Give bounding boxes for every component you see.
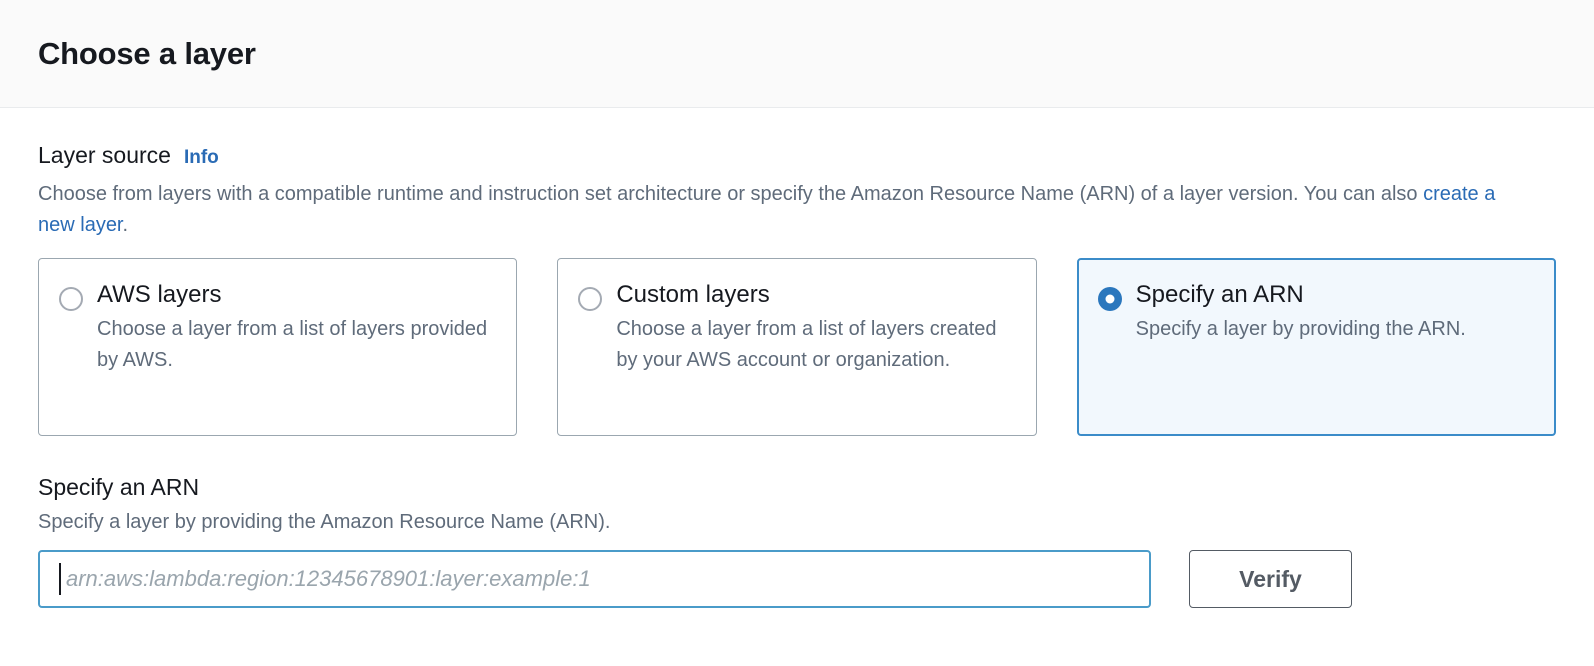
option-specify-arn-text: Specify an ARN Specify a layer by provid… [1136,281,1533,413]
arn-section-title: Specify an ARN [38,473,200,500]
modal-body: Layer source Info Choose from layers wit… [0,108,1594,609]
option-title: Custom layers [616,280,770,308]
option-custom-layers[interactable]: Custom layers Choose a layer from a list… [557,257,1037,436]
layer-source-description-text: Choose from layers with a compatible run… [38,182,1424,205]
layer-source-description: Choose from layers with a compatible run… [38,179,1498,241]
option-specify-arn[interactable]: Specify an ARN Specify a layer by provid… [1076,257,1556,436]
option-custom-layers-text: Custom layers Choose a layer from a list… [616,281,1013,413]
option-description: Choose a layer from a list of layers cre… [616,318,997,372]
arn-section-description: Specify a layer by providing the Amazon … [38,511,611,534]
option-description: Specify a layer by providing the ARN. [1135,318,1466,341]
option-title: Specify an ARN [1135,280,1304,308]
modal-header: Choose a layer [0,0,1594,108]
layer-source-options: AWS layers Choose a layer from a list of… [38,257,1556,436]
arn-input-row: Verify [38,550,1556,609]
radio-unselected-icon[interactable] [59,286,83,311]
option-description: Choose a layer from a list of layers pro… [97,318,488,372]
option-aws-layers-text: AWS layers Choose a layer from a list of… [97,281,494,413]
radio-selected-icon[interactable] [1097,286,1122,311]
page-title: Choose a layer [38,35,256,71]
option-aws-layers[interactable]: AWS layers Choose a layer from a list of… [38,257,518,436]
radio-unselected-icon[interactable] [578,286,603,311]
layer-source-description-tail: . [122,213,129,236]
layer-source-label: Layer source [38,142,171,168]
verify-button[interactable]: Verify [1189,550,1352,609]
info-link[interactable]: Info [183,147,219,168]
layer-source-label-row: Layer source Info [38,142,1556,170]
create-new-layer-link[interactable]: create a new layer [38,182,1496,236]
arn-section: Specify an ARN Specify a layer by provid… [38,474,1556,609]
arn-input[interactable] [38,550,1151,609]
arn-input-wrapper [38,550,1151,609]
option-title: AWS layers [97,280,222,308]
